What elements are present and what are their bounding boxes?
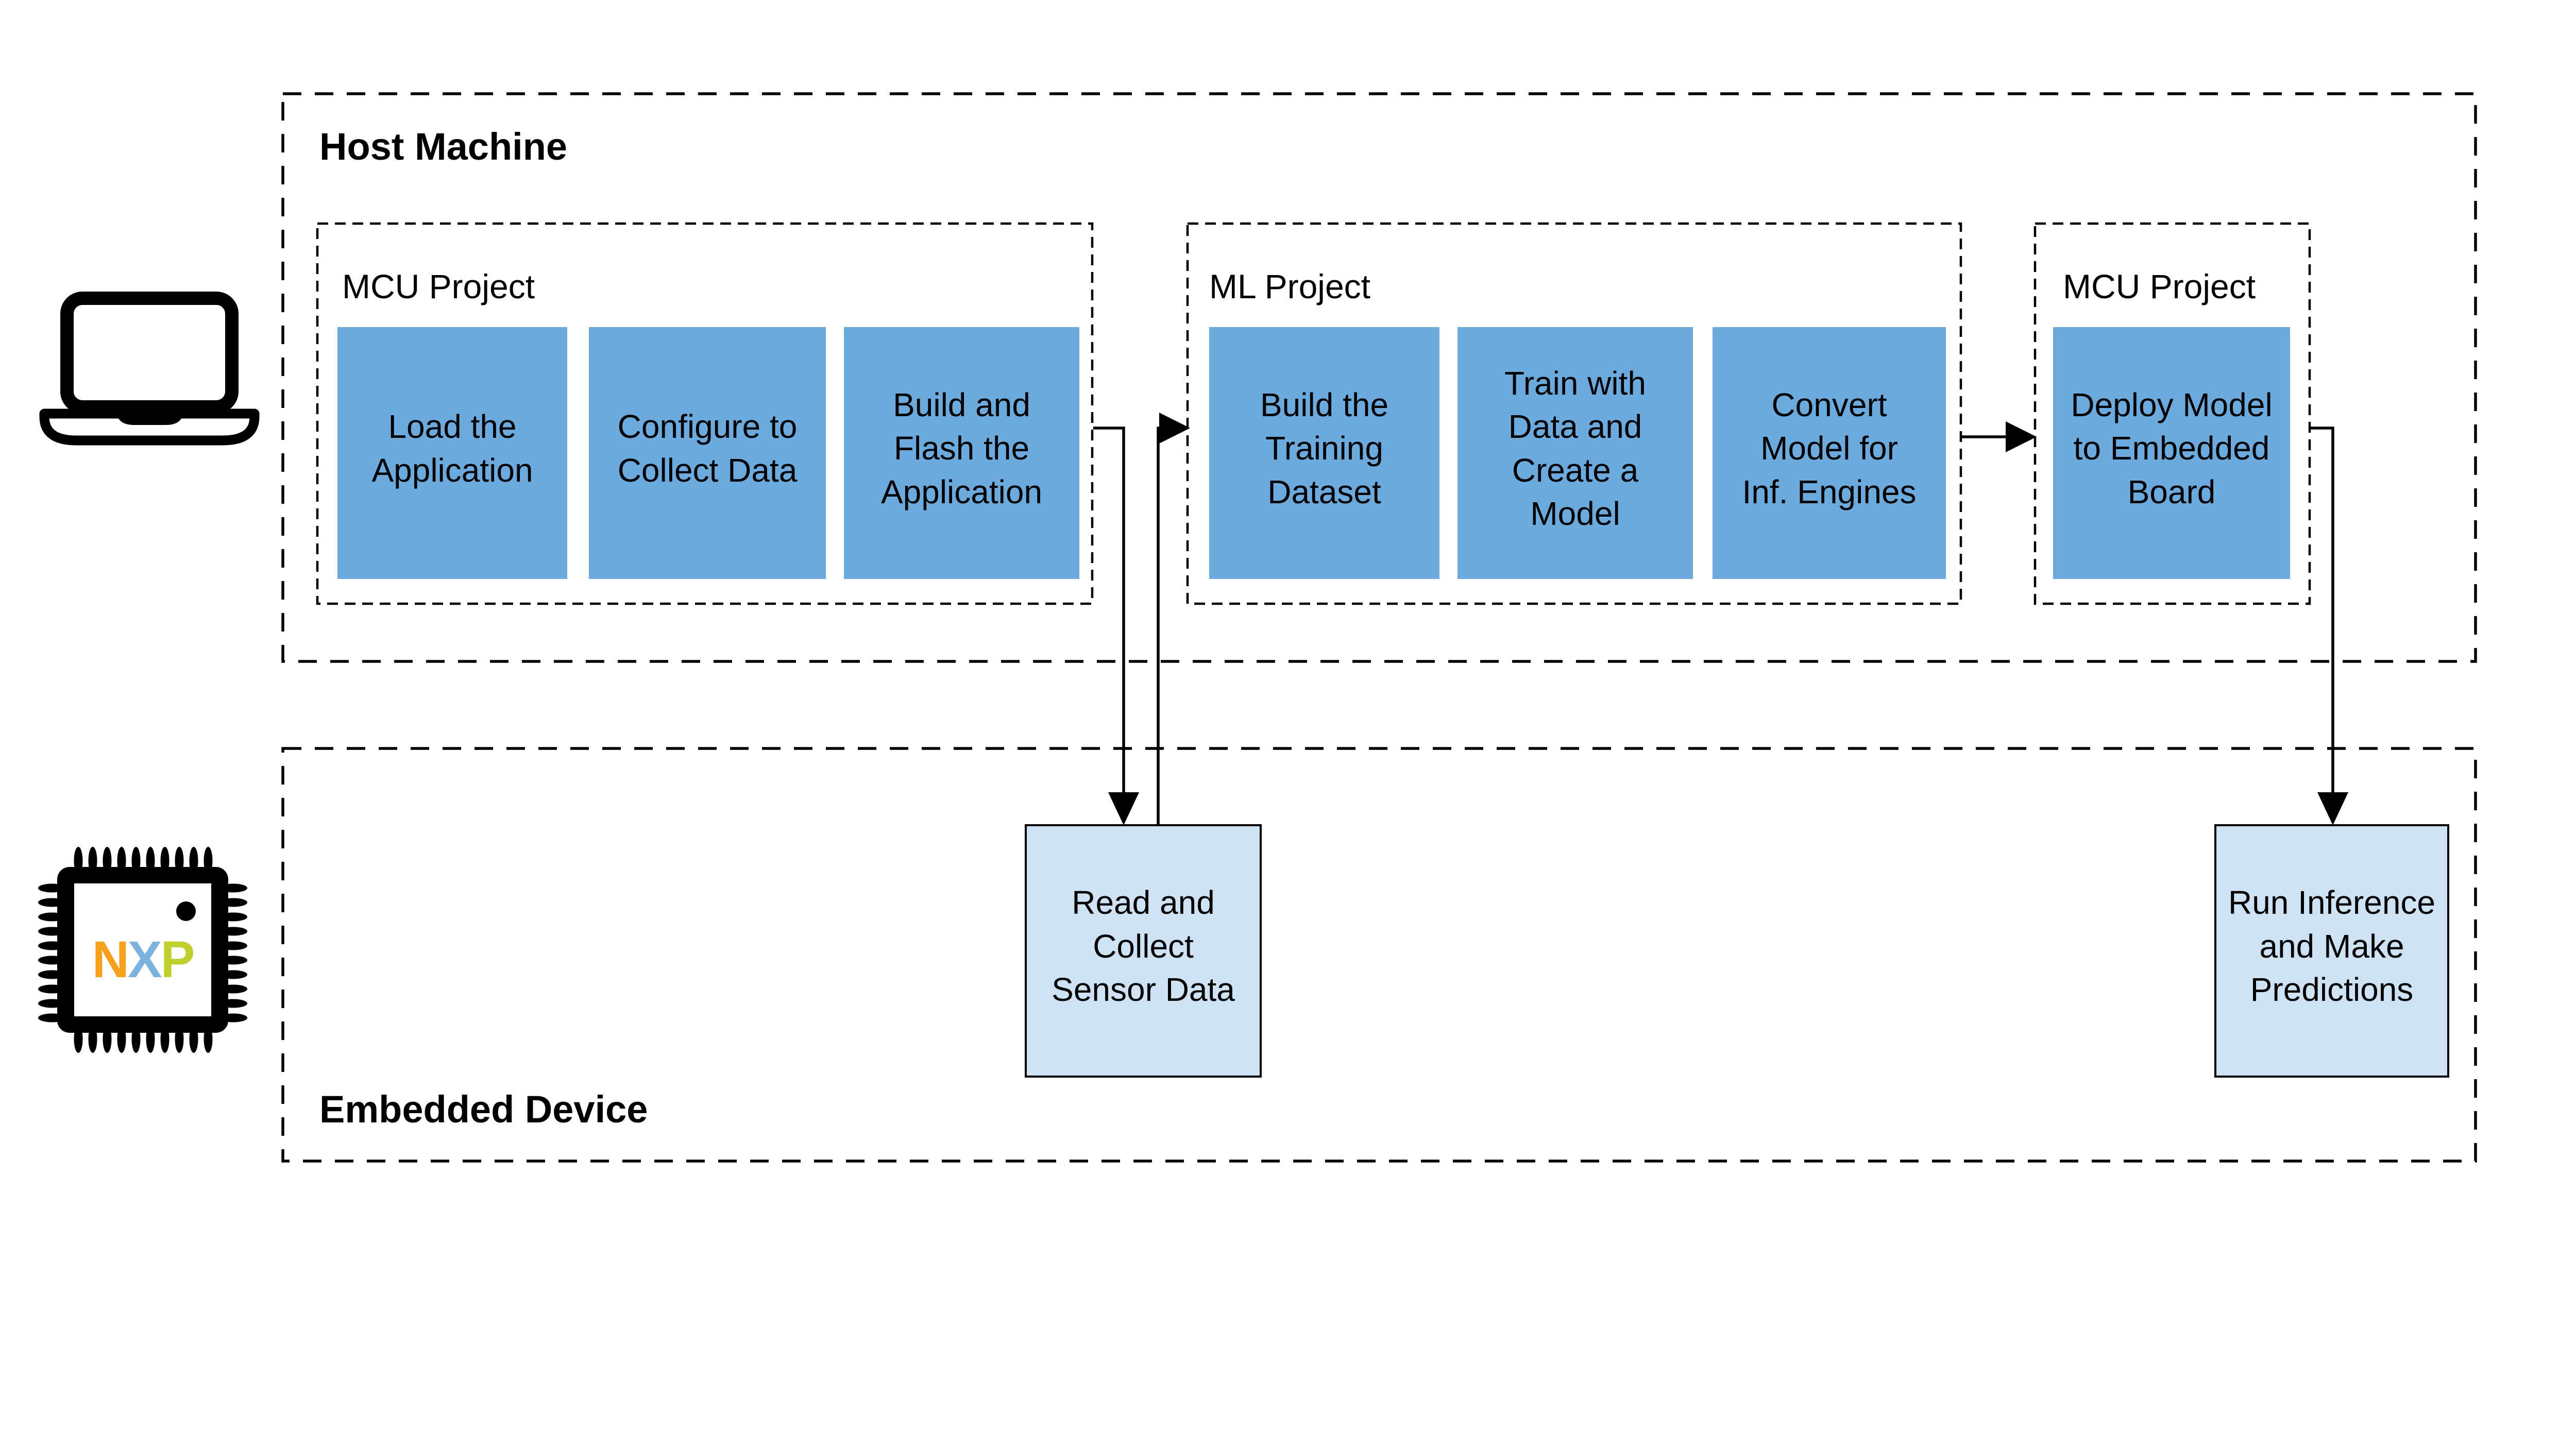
group-ml-project: ML Project Build the Training Dataset Tr…: [1188, 224, 1961, 604]
mcu-project-2-border: [2033, 222, 2311, 605]
mcu-project-2-label: MCU Project: [2063, 267, 2256, 305]
arrow-ml-project-to-mcu-project-2: [1961, 421, 2037, 452]
laptop-icon: [39, 292, 260, 446]
step-configure-collect-data: Configure to Collect Data: [589, 327, 826, 579]
arrow-build-flash-to-read-collect: [1093, 427, 1139, 825]
nxp-logo: NXP: [92, 931, 194, 988]
host-machine-region: Host Machine MCU Project Load the Applic…: [283, 94, 2476, 661]
step-train-create-model: Train with Data and Create a Model: [1458, 327, 1693, 579]
step-read-collect-sensor-data: Read and Collect Sensor Data: [1025, 824, 1262, 1078]
step-run-inference-predictions: Run Inference and Make Predictions: [2214, 824, 2449, 1078]
host-machine-border: [281, 92, 2477, 663]
step-convert-model: Convert Model for Inf. Engines: [1713, 327, 1946, 579]
nxp-letter-n: N: [92, 931, 128, 988]
nxp-letter-x: X: [128, 931, 162, 988]
step-deploy-model: Deploy Model to Embedded Board: [2053, 327, 2290, 579]
arrow-read-collect-to-ml-project: [1157, 413, 1190, 824]
chip-pin1-dot: [176, 901, 196, 921]
nxp-chip-icon: NXP: [38, 847, 247, 1053]
ml-project-border: [1186, 222, 1962, 605]
step-load-application: Load the Application: [337, 327, 567, 579]
embedded-device-label: Embedded Device: [319, 1088, 648, 1131]
host-machine-label: Host Machine: [319, 125, 568, 168]
arrow-deploy-to-run-inference: [2310, 427, 2348, 825]
step-build-training-dataset: Build the Training Dataset: [1209, 327, 1439, 579]
step-build-flash-application: Build and Flash the Application: [844, 327, 1079, 579]
embedded-device-border: [281, 747, 2477, 1163]
group-mcu-project-2: MCU Project Deploy Model to Embedded Boa…: [2035, 224, 2310, 604]
group-mcu-project-1: MCU Project Load the Application Configu…: [317, 224, 1092, 604]
ml-project-label: ML Project: [1209, 267, 1370, 305]
mcu-project-1-label: MCU Project: [342, 267, 535, 305]
embedded-device-region: Embedded Device Read and Collect Sensor …: [283, 748, 2476, 1161]
nxp-letter-p: P: [161, 931, 194, 988]
mcu-project-1-border: [316, 222, 1094, 605]
